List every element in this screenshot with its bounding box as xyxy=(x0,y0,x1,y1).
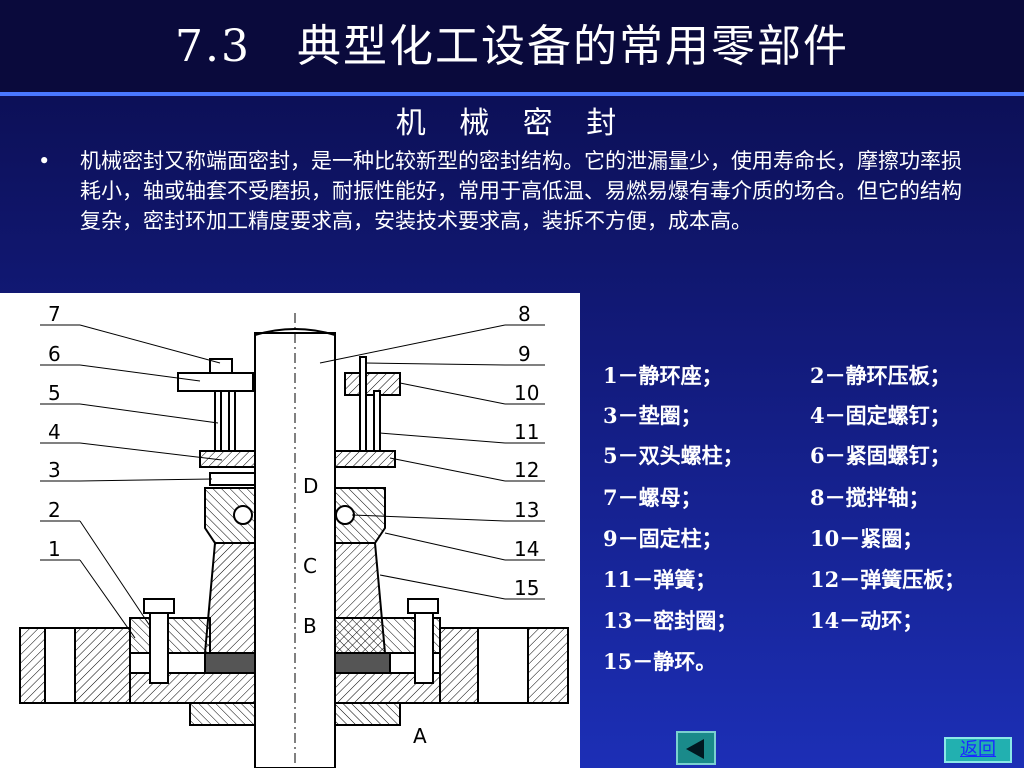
title-bar xyxy=(0,0,1024,92)
legend-row: 15－静环。 xyxy=(600,646,1020,686)
callout-14: 14 xyxy=(514,537,539,561)
callout-5: 5 xyxy=(48,381,61,405)
title-divider xyxy=(0,92,1024,96)
legend-item: 8－搅拌轴； xyxy=(810,485,930,510)
callout-9: 9 xyxy=(518,342,531,366)
callout-4: 4 xyxy=(48,420,61,444)
legend-item: 1－静环座； xyxy=(603,363,723,388)
callout-1: 1 xyxy=(48,537,61,561)
slide-subtitle: 机 械 密 封 xyxy=(395,106,629,141)
callout-12: 12 xyxy=(514,458,539,482)
legend-row: 13－密封圈； 14－动环； xyxy=(600,605,1020,645)
label-A: A xyxy=(413,724,427,748)
callout-13: 13 xyxy=(514,498,539,522)
legend-item: 2－静环压板； xyxy=(810,363,951,388)
legend-item: 9－固定柱； xyxy=(603,526,723,551)
label-D: D xyxy=(303,474,318,498)
legend-row: 3－垫圈； 4－固定螺钉； xyxy=(600,400,1020,440)
legend-item: 3－垫圈； xyxy=(603,403,702,428)
legend-item: 15－静环。 xyxy=(603,649,717,674)
callout-3: 3 xyxy=(48,458,61,482)
callout-6: 6 xyxy=(48,342,61,366)
legend-row: 5－双头螺柱； 6－紧固螺钉； xyxy=(600,440,1020,480)
slide-title: 7.3 典型化工设备的常用零部件 xyxy=(175,21,849,72)
stud-bolts xyxy=(143,356,439,684)
legend-item: 7－螺母； xyxy=(603,485,702,510)
legend-row: 9－固定柱； 10－紧圈； xyxy=(600,523,1020,563)
bullet-icon: • xyxy=(38,149,51,173)
label-C: C xyxy=(303,554,317,578)
label-B: B xyxy=(303,614,317,638)
return-button[interactable]: 返回 xyxy=(944,737,1012,763)
legend-item: 14－动环； xyxy=(810,608,924,633)
callout-2: 2 xyxy=(48,498,61,522)
legend-item: 10－紧圈； xyxy=(810,526,924,551)
legend-row: 1－静环座； 2－静环压板； xyxy=(600,360,1020,400)
legend-row: 11－弹簧； 12－弹簧压板； xyxy=(600,564,1020,604)
legend-row: 7－螺母； 8－搅拌轴； xyxy=(600,482,1020,522)
previous-slide-button[interactable] xyxy=(676,731,716,765)
legend-item: 12－弹簧压板； xyxy=(810,567,966,592)
bullet-text: 机械密封又称端面密封，是一种比较新型的密封结构。它的泄漏量少，使用寿命长，摩擦功… xyxy=(80,149,962,233)
callout-11: 11 xyxy=(514,420,539,444)
callout-7: 7 xyxy=(48,302,61,326)
top-clamp xyxy=(177,358,401,396)
callout-8: 8 xyxy=(518,302,531,326)
legend-item: 5－双头螺柱； xyxy=(603,443,744,468)
agitator-shaft xyxy=(254,313,336,768)
legend-item: 11－弹簧； xyxy=(603,567,717,592)
legend-item: 13－密封圈； xyxy=(603,608,738,633)
callout-10: 10 xyxy=(514,381,539,405)
mechanical-seal-drawing: 7 6 5 4 3 2 1 8 9 10 11 12 13 14 15 D C … xyxy=(0,293,580,768)
triangle-left-icon xyxy=(686,739,704,759)
legend-item: 6－紧固螺钉； xyxy=(810,443,951,468)
callout-15: 15 xyxy=(514,576,539,600)
legend-item: 4－固定螺钉； xyxy=(810,403,951,428)
